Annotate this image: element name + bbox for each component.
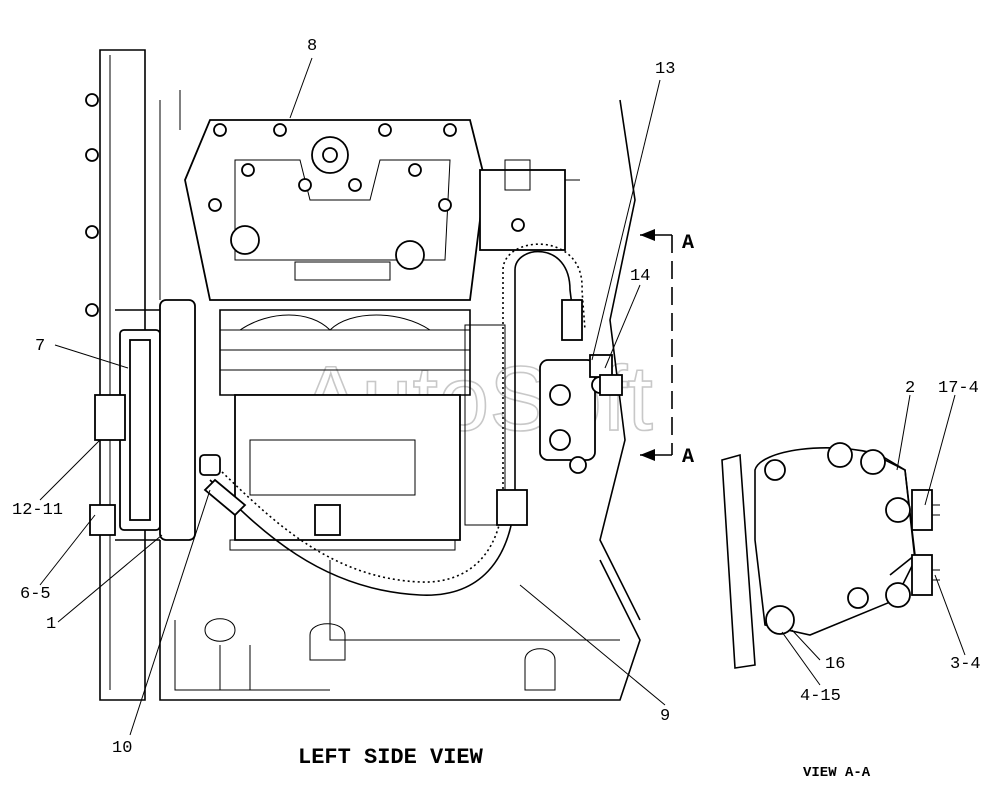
- callout-labels: 8 13 14 7 12-11 6-5 1 10 9 2 17-4 3-4 16…: [12, 37, 981, 758]
- callout-2: 2: [905, 379, 915, 398]
- callout-4-15: 4-15: [800, 687, 841, 706]
- section-mark-top: A: [682, 232, 694, 255]
- detail-view-caption: VIEW A-A: [803, 765, 871, 781]
- elbow-fitting: [589, 354, 623, 396]
- callout-7: 7: [35, 337, 45, 356]
- callout-13: 13: [655, 60, 675, 79]
- callout-1: 1: [46, 615, 56, 634]
- callout-3-4: 3-4: [950, 655, 981, 674]
- section-mark-bottom: A: [682, 446, 694, 469]
- callout-17-4: 17-4: [938, 379, 979, 398]
- main-view-caption: LEFT SIDE VIEW: [298, 745, 484, 770]
- callout-9: 9: [660, 707, 670, 726]
- leader-lines: [39, 57, 966, 736]
- engine-block-outline: [85, 49, 641, 701]
- discharge-hose: [199, 243, 586, 596]
- detail-view-a-a: [721, 442, 940, 669]
- drive-pulley-assembly: [89, 299, 196, 541]
- callout-10: 10: [112, 739, 132, 758]
- callout-12-11: 12-11: [12, 501, 63, 520]
- air-compressor: [184, 119, 609, 551]
- callout-8: 8: [307, 37, 317, 56]
- callout-14: 14: [630, 267, 650, 286]
- callout-6-5: 6-5: [20, 585, 51, 604]
- callout-16: 16: [825, 655, 845, 674]
- section-marker: A A: [640, 229, 694, 469]
